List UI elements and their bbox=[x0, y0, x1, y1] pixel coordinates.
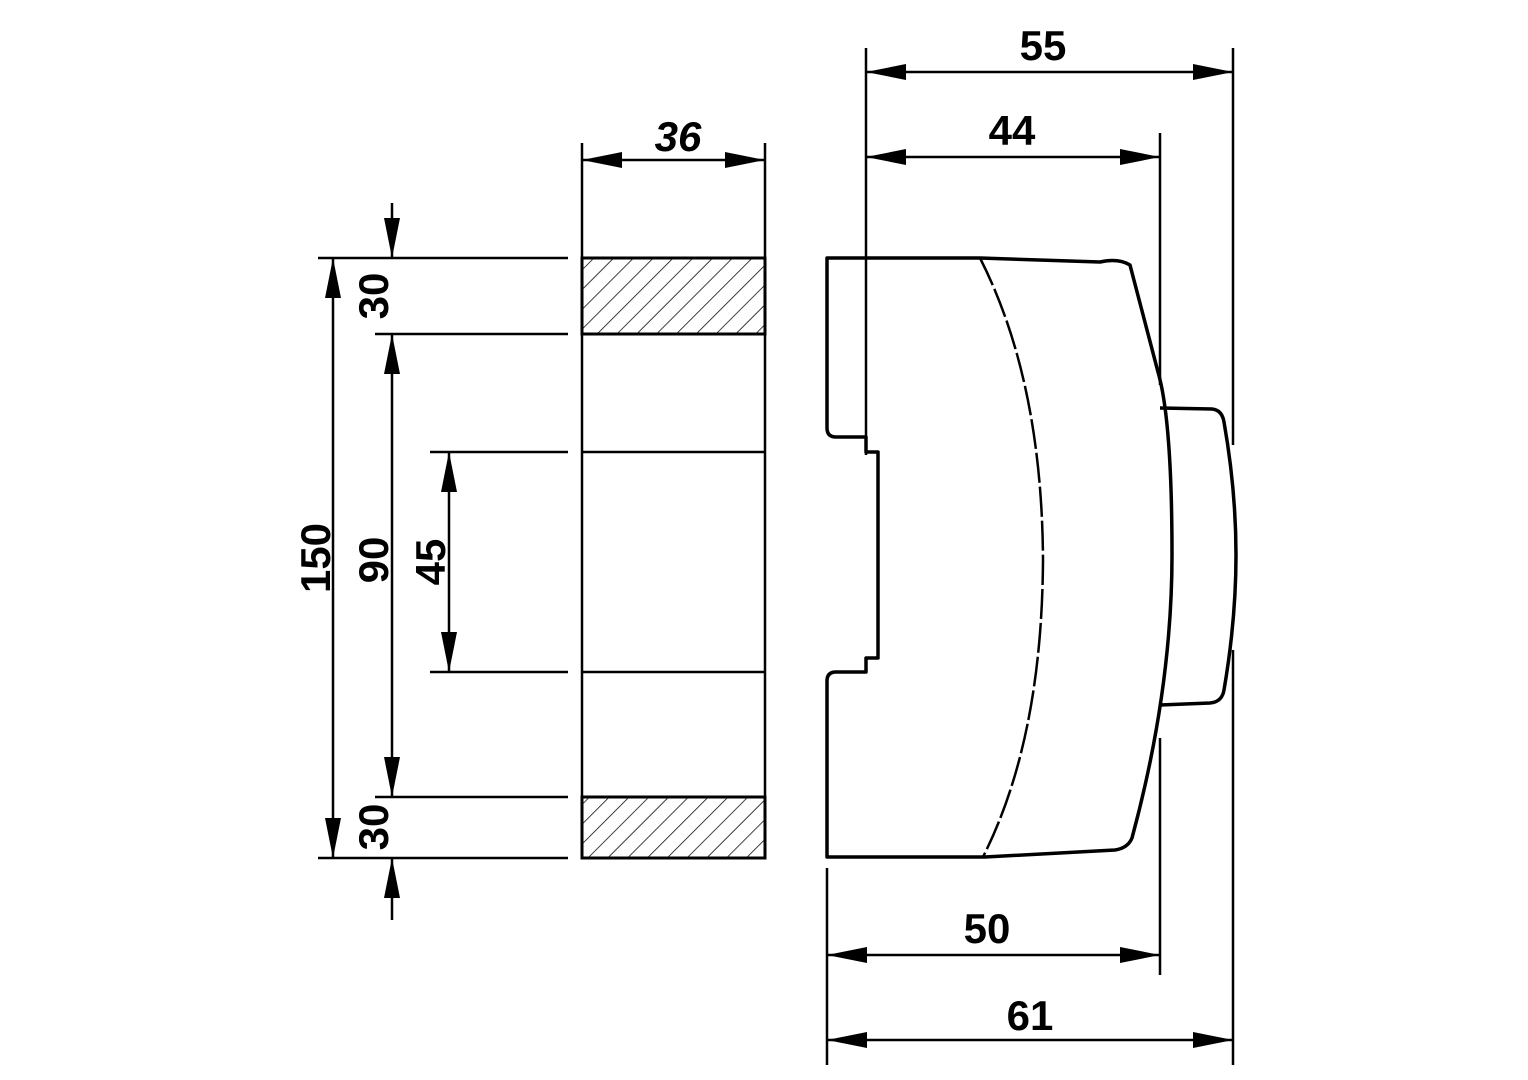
front-module bbox=[1159, 406, 1238, 707]
side-view-body bbox=[825, 256, 1238, 859]
dimension-label-50: 50 bbox=[964, 905, 1011, 952]
dimension-61: 61 bbox=[827, 992, 1233, 1048]
dimension-label-30-bottom: 30 bbox=[350, 804, 397, 851]
inner-arc bbox=[978, 257, 1045, 858]
dimension-30-bottom: 30 bbox=[350, 804, 400, 920]
dimension-45: 45 bbox=[407, 452, 457, 672]
dimension-label-30-top: 30 bbox=[350, 273, 397, 320]
dimension-36: 36 bbox=[582, 113, 765, 168]
hatched-top-area bbox=[580, 256, 767, 336]
dimension-50: 50 bbox=[827, 905, 1160, 963]
dimension-90: 90 bbox=[350, 334, 400, 797]
housing-outline bbox=[825, 256, 1174, 859]
dimension-55: 55 bbox=[866, 22, 1233, 80]
front-view-body bbox=[580, 256, 767, 860]
front-extension-lines bbox=[318, 143, 767, 860]
side-extension-lines bbox=[825, 48, 1235, 1065]
dimension-label-61: 61 bbox=[1007, 992, 1054, 1039]
dimension-44: 44 bbox=[866, 107, 1160, 165]
dimension-label-45: 45 bbox=[407, 539, 454, 586]
dimension-150: 150 bbox=[292, 258, 341, 858]
dimension-label-55: 55 bbox=[1020, 22, 1067, 69]
dimension-30-top: 30 bbox=[350, 203, 400, 320]
dimension-label-36: 36 bbox=[655, 113, 702, 160]
dimension-label-150: 150 bbox=[292, 523, 339, 593]
dimension-label-90: 90 bbox=[350, 537, 397, 584]
dimension-label-44: 44 bbox=[989, 107, 1036, 154]
hatched-bottom-area bbox=[580, 795, 767, 860]
